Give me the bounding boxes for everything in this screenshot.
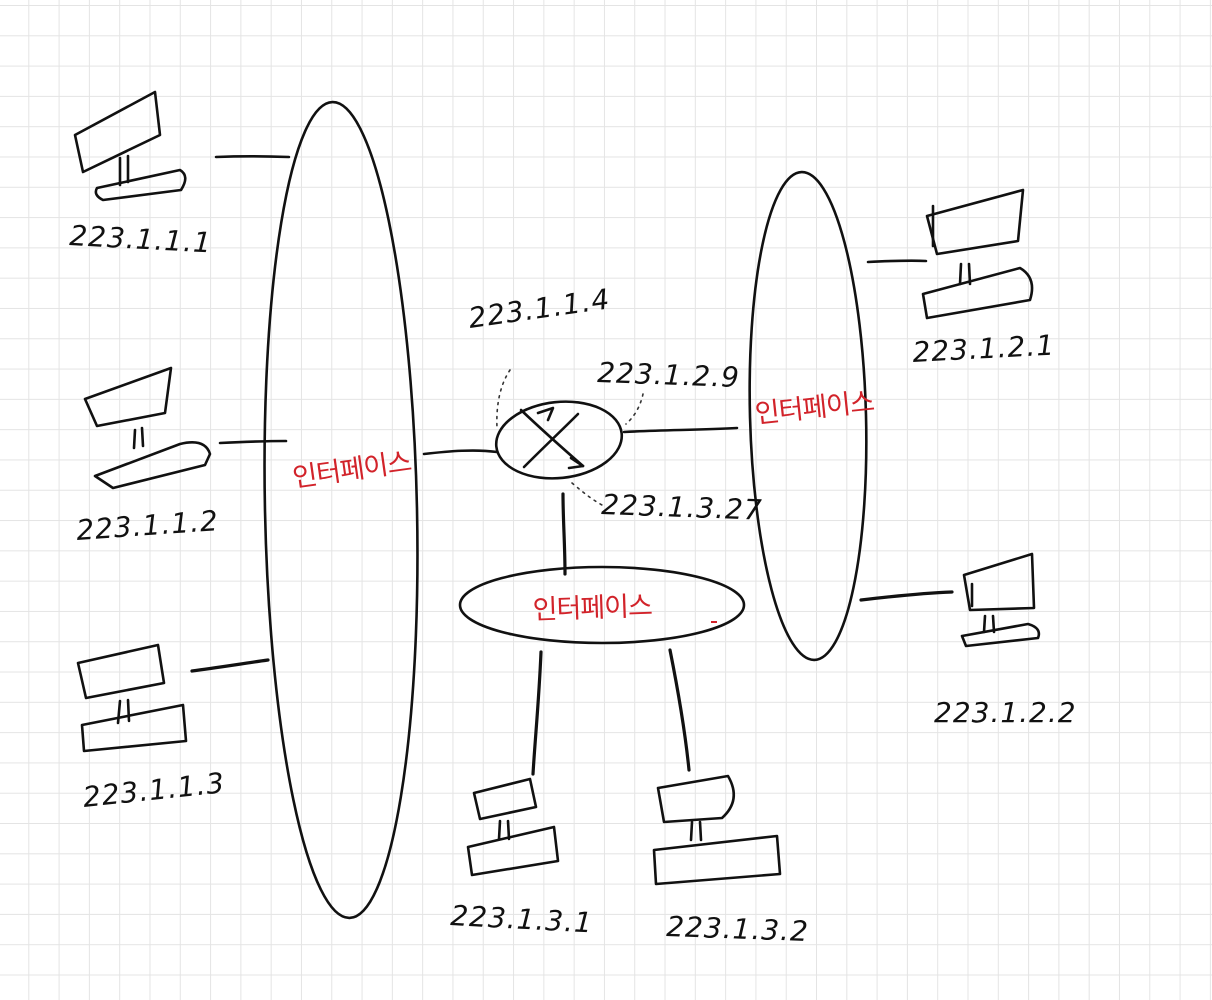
pointer-left-interface (496, 369, 511, 429)
link-router-bottom (561, 492, 567, 576)
host-223-1-3-1: 223.1.3.1 (450, 777, 594, 939)
computer-icon (652, 774, 782, 886)
host-ip-label: 223.1.1.3 (81, 766, 226, 814)
pointer-right-interface (625, 393, 644, 425)
host-223-1-3-2: 223.1.3.2 (652, 774, 810, 948)
router-ip-left: 223.1.1.4 (466, 282, 612, 335)
links (190, 154, 954, 776)
pointer-bottom-interface (571, 482, 605, 507)
link-host-223-1-1-3 (190, 658, 270, 673)
router-body (494, 400, 624, 480)
subnet-right-interface-label: 인터페이스 (753, 387, 875, 430)
subnet-right: 인터페이스 (748, 170, 875, 662)
subnet-bottom: 인터페이스 (458, 565, 746, 645)
host-223-1-2-2: 223.1.2.2 (934, 552, 1077, 729)
host-ip-label: 223.1.1.1 (69, 219, 213, 259)
router-cross-icon (519, 406, 585, 470)
host-223-1-2-1: 223.1.2.1 (912, 188, 1056, 369)
link-host-223-1-2-2 (859, 590, 954, 602)
host-ip-label: 223.1.2.2 (934, 696, 1077, 729)
host-ip-label: 223.1.2.1 (912, 329, 1056, 369)
router-ip-right: 223.1.2.9 (597, 356, 741, 394)
link-host-223-1-1-2 (218, 439, 288, 445)
link-router-right (622, 426, 739, 434)
subnet-right-oval (748, 170, 868, 662)
host-ip-label: 223.1.3.2 (666, 910, 810, 948)
link-host-223-1-3-1 (531, 650, 543, 776)
link-host-223-1-1-1 (214, 154, 291, 159)
link-host-223-1-3-2 (668, 648, 691, 772)
router-ip-bottom: 223.1.3.27 (601, 488, 763, 527)
host-223-1-1-2: 223.1.1.2 (75, 366, 220, 547)
subnet-bottom-interface-label: 인터페이스 (532, 591, 652, 626)
subnet-left-oval (263, 100, 419, 920)
link-router-left (422, 449, 499, 456)
host-223-1-1-1: 223.1.1.1 (69, 90, 213, 259)
host-ip-label: 223.1.3.1 (450, 899, 594, 939)
link-host-223-1-2-1 (866, 259, 928, 264)
subnet-left: 인터페이스 (263, 100, 419, 920)
computer-icon (466, 777, 560, 877)
computer-icon (960, 552, 1041, 648)
subnet-bottom-oval (458, 565, 746, 645)
computer-icon (921, 188, 1034, 320)
host-ip-label: 223.1.1.2 (75, 504, 220, 547)
subnet-left-interface-label: 인터페이스 (291, 447, 414, 494)
computer-icon (73, 90, 187, 202)
computer-icon (83, 366, 212, 490)
computer-icon (76, 643, 188, 753)
router: 223.1.1.4 223.1.2.9 223.1.3.27 (466, 282, 763, 526)
